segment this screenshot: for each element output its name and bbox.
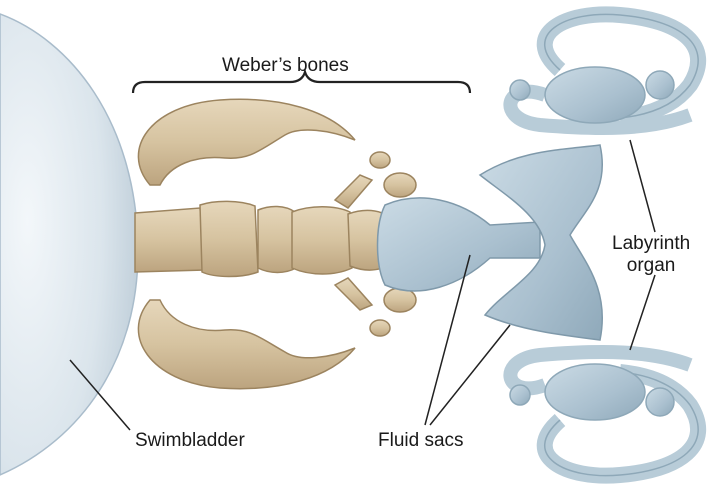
labyrinth-organ-label: Labyrinth organ xyxy=(612,233,690,277)
labyrinth-label-line1: Labyrinth xyxy=(612,233,690,255)
leader-labyrinth-lower xyxy=(630,275,655,350)
labyrinth-organ-lower xyxy=(510,352,698,476)
fluid-sacs xyxy=(378,145,603,340)
swimbladder-label: Swimbladder xyxy=(135,430,245,452)
swimbladder xyxy=(0,14,138,475)
webers-bones-label: Weber’s bones xyxy=(222,55,349,77)
webers-bones xyxy=(135,99,416,388)
leader-labyrinth-upper xyxy=(630,140,655,232)
labyrinth-organ-upper xyxy=(510,14,698,128)
labyrinth-label-line2: organ xyxy=(612,255,690,277)
leader-fluid-sac-2 xyxy=(430,325,510,425)
fluid-sacs-label: Fluid sacs xyxy=(378,430,464,452)
